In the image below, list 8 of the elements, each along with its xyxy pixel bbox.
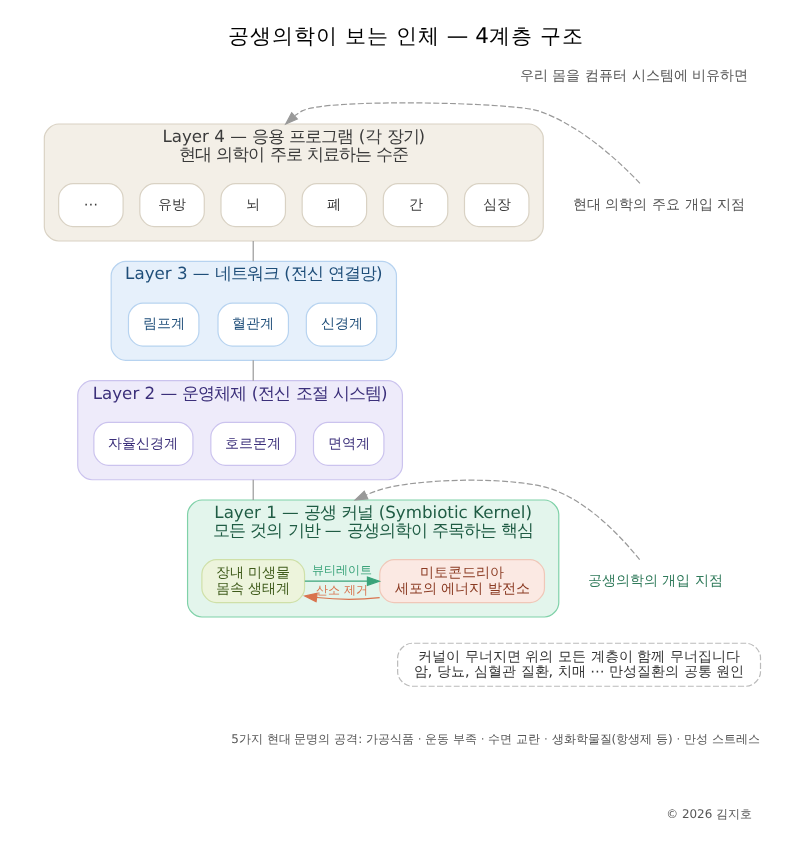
arrow: [304, 576, 382, 587]
arrow: [284, 102, 641, 184]
connector: [252, 479, 254, 501]
arrow: [303, 592, 381, 603]
diagram-title: 공생의학이 보는 인체 — 4계층 구조: [228, 23, 584, 50]
connector: [252, 359, 254, 382]
connector: [252, 240, 254, 262]
arrow: [353, 479, 641, 561]
